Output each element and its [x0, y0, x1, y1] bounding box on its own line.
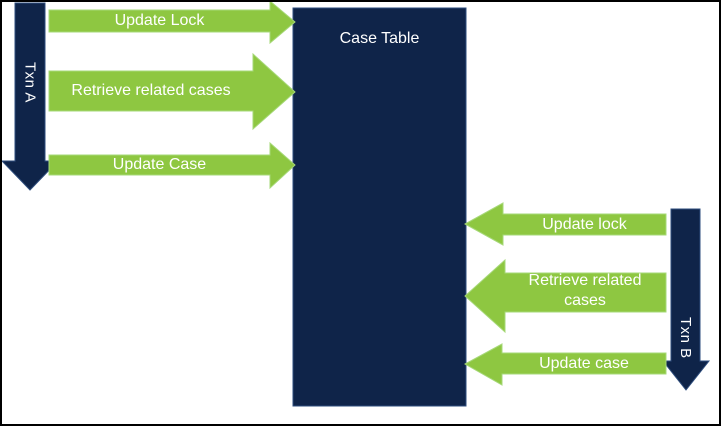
update-lock-right-label: Update lock: [542, 215, 627, 233]
arrow-retrieve-related-cases-right: [464, 258, 667, 334]
update-lock-left-label: Update Lock: [114, 12, 205, 29]
arrow-update-case-left: [48, 141, 296, 190]
arrow-update-case-right: [463, 343, 667, 386]
txn-a-arrow-shape: [0, 2, 60, 191]
arrow-retrieve-related-cases-left: [48, 52, 296, 131]
update-case-left-label: Update Case: [112, 156, 207, 173]
txn-a-label: Txn A: [15, 3, 45, 161]
retrieve-related-cases-left-label: Retrieve related cases: [71, 82, 231, 99]
update-case-right-label: Update case: [539, 354, 629, 372]
txn-a-label-text: Txn A: [21, 61, 39, 103]
arrow-update-lock-left: [48, 0, 296, 45]
case-table-shape: [292, 7, 467, 407]
txn-b-label: Txn B: [671, 209, 700, 359]
txn-b-arrow-shape: [661, 208, 711, 391]
txn-b-label-text: Txn B: [677, 317, 694, 359]
case-table-label: Case Table: [339, 30, 420, 47]
retrieve-related-cases-right-label: Retrieve related cases: [528, 272, 642, 309]
arrow-update-lock-right: [463, 202, 667, 246]
